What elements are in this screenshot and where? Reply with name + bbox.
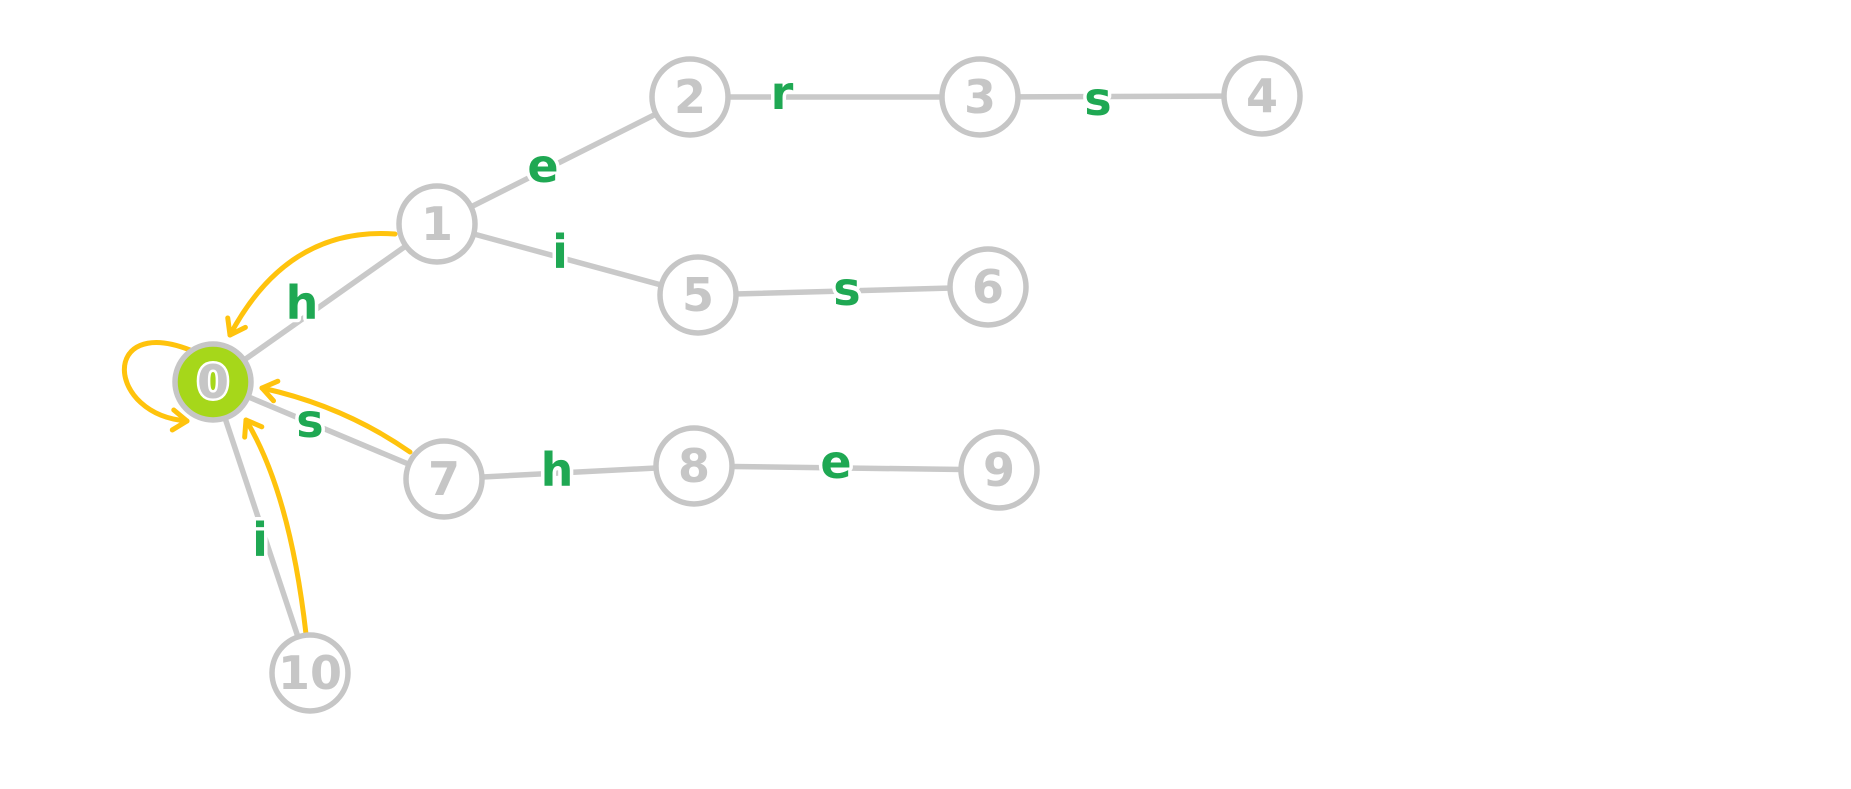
node-6: 6 [947, 246, 1029, 328]
edge-label-1-5: i [552, 225, 568, 279]
node-7: 7 [403, 438, 485, 520]
node-circle-7 [403, 438, 485, 520]
edge-label-0-1: h [286, 276, 319, 330]
edge-1-5 [434, 221, 701, 298]
node-layer: 0 1 2 3 4 5 6 7 8 9 10 [172, 55, 1303, 714]
failure-link-1-0 [225, 230, 398, 338]
node-9: 9 [958, 429, 1040, 511]
edge-label-7-8: h [541, 443, 574, 497]
node-circle-3 [939, 56, 1021, 138]
node-8: 8 [653, 425, 735, 507]
node-0: 0 [172, 341, 254, 423]
node-3: 3 [939, 56, 1021, 138]
edge-label-0-10: i [252, 513, 268, 567]
node-circle-8 [653, 425, 735, 507]
edge-label-5-6: s [833, 262, 860, 316]
node-10: 10 [269, 632, 351, 714]
node-circle-5 [657, 254, 739, 336]
node-2: 2 [649, 56, 731, 138]
edge-label-8-9: e [820, 435, 851, 489]
edge-label-1-2: e [527, 139, 558, 193]
node-circle-2 [649, 56, 731, 138]
node-5: 5 [657, 254, 739, 336]
node-label-9: 9 [983, 443, 1015, 497]
node-label-4: 4 [1246, 69, 1278, 123]
node-label-3: 3 [964, 70, 996, 124]
node-4: 4 [1221, 55, 1303, 137]
edge-label-2-3: r [771, 66, 794, 120]
node-label-6: 6 [972, 260, 1004, 314]
node-label-0: 0 [197, 355, 229, 409]
edge-0-1 [210, 221, 440, 385]
failure-link-0-0 [122, 340, 193, 433]
node-circle-6 [947, 246, 1029, 328]
node-label-8: 8 [678, 439, 710, 493]
edge-label-3-4: s [1084, 72, 1111, 126]
node-label-5: 5 [682, 268, 714, 322]
node-label-10: 10 [278, 646, 342, 700]
edge-5-6 [695, 284, 991, 298]
node-1: 1 [396, 183, 478, 265]
node-label-7: 7 [428, 452, 460, 506]
node-label-1: 1 [421, 197, 453, 251]
node-circle-9 [958, 429, 1040, 511]
edge-8-9 [691, 463, 1002, 473]
edge-0-10 [210, 379, 313, 676]
node-circle-1 [396, 183, 478, 265]
failure-link-layer [122, 230, 413, 637]
node-circle-10 [269, 632, 351, 714]
failure-link-7-0 [259, 378, 413, 455]
edge-7-8 [441, 463, 697, 482]
failure-link-10-0 [242, 417, 309, 637]
node-circle-4 [1221, 55, 1303, 137]
edge-0-7 [210, 379, 447, 482]
node-label-2: 2 [674, 70, 706, 124]
edge-1-2 [434, 94, 693, 227]
edge-3-4 [977, 93, 1265, 100]
node-circle-0 [172, 341, 254, 423]
